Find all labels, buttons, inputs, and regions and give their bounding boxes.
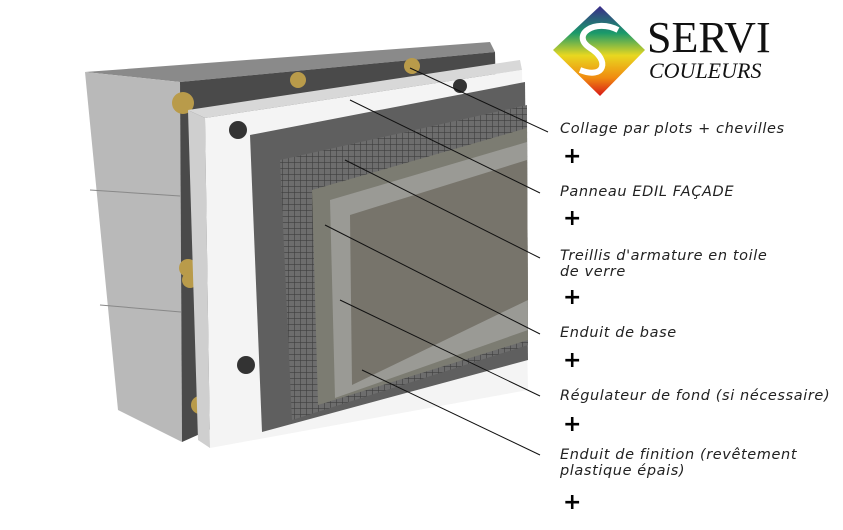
label-line: plastique épais) xyxy=(560,463,686,479)
finish-coat xyxy=(350,160,528,385)
label-regulateur: Régulateur de fond (si nécessaire) xyxy=(560,388,831,404)
label-enduit-base: Enduit de base xyxy=(560,325,677,341)
plus-icon: + xyxy=(563,285,582,310)
plus-icon: + xyxy=(563,490,582,515)
label-panneau: Panneau EDIL FAÇADE xyxy=(560,184,735,200)
plus-icon: + xyxy=(563,144,582,169)
label-collage: Collage par plots + chevilles xyxy=(560,121,785,137)
label-line: Enduit de finition (revêtement xyxy=(560,447,798,463)
label-line: de verre xyxy=(560,264,626,280)
plus-icon: + xyxy=(563,348,582,373)
leader-lines xyxy=(324,67,549,456)
logo-mark xyxy=(553,6,645,96)
logo-text-servi: SERVI xyxy=(647,13,771,62)
plus-icon: + xyxy=(563,412,582,437)
label-line: Treillis d'armature en toile xyxy=(560,248,768,264)
plus-icon: + xyxy=(563,206,582,231)
logo-text-couleurs: COULEURS xyxy=(649,58,762,83)
